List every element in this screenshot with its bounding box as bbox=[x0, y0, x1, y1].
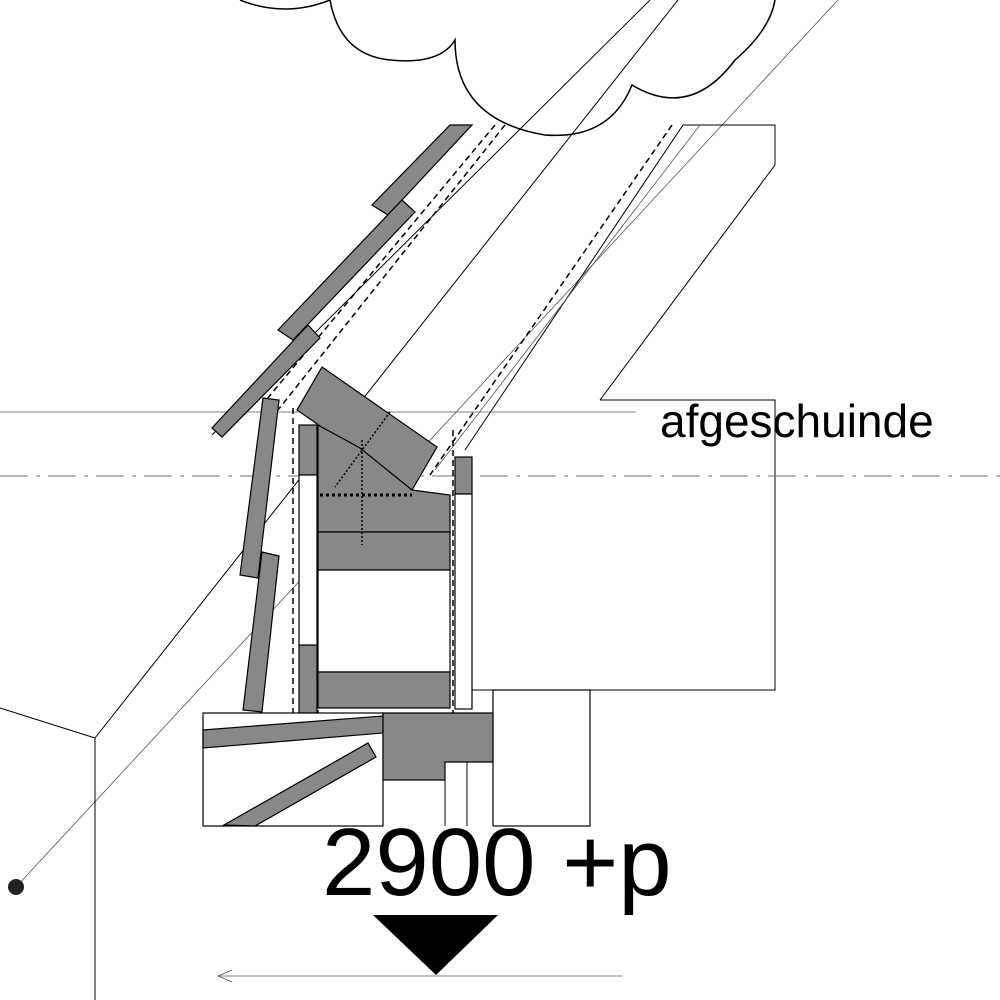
screw-diagonal bbox=[334, 411, 391, 488]
ceiling-line bbox=[0, 707, 96, 739]
cladding-board-upper bbox=[239, 397, 280, 579]
frame-beam-bottom bbox=[317, 671, 451, 709]
sill-board-diagonal bbox=[221, 742, 377, 827]
membrane-line-1 bbox=[269, 124, 506, 421]
roof-tile-1 bbox=[371, 124, 474, 216]
annotation-label: afgeschuinde bbox=[660, 395, 934, 447]
sill-right-box bbox=[492, 689, 591, 827]
post-left bbox=[298, 424, 318, 476]
cladding-board-lower bbox=[242, 551, 280, 713]
roof-line-right bbox=[94, 0, 679, 739]
membrane-line-3 bbox=[429, 124, 673, 476]
roof-tile-2 bbox=[277, 199, 416, 341]
membrane-line-2 bbox=[261, 124, 496, 406]
dot-icon bbox=[8, 879, 24, 895]
skylight-upper-frame bbox=[464, 124, 776, 451]
frame-beam-mid bbox=[317, 531, 451, 571]
post-left-lower bbox=[298, 644, 318, 714]
revision-cloud bbox=[239, 0, 776, 137]
roof-tile-3 bbox=[211, 324, 321, 438]
post-left-mid bbox=[298, 474, 318, 646]
window-opening bbox=[317, 569, 451, 673]
left-arrow-head bbox=[216, 969, 233, 983]
down-triangle-icon bbox=[373, 915, 498, 975]
skylight-inner-line bbox=[434, 124, 701, 471]
post-right bbox=[454, 493, 473, 710]
level-value: 2900 +p bbox=[322, 809, 672, 916]
post-right-upper bbox=[454, 456, 473, 495]
sill-block bbox=[382, 712, 494, 781]
window-frame-outline bbox=[472, 399, 776, 691]
